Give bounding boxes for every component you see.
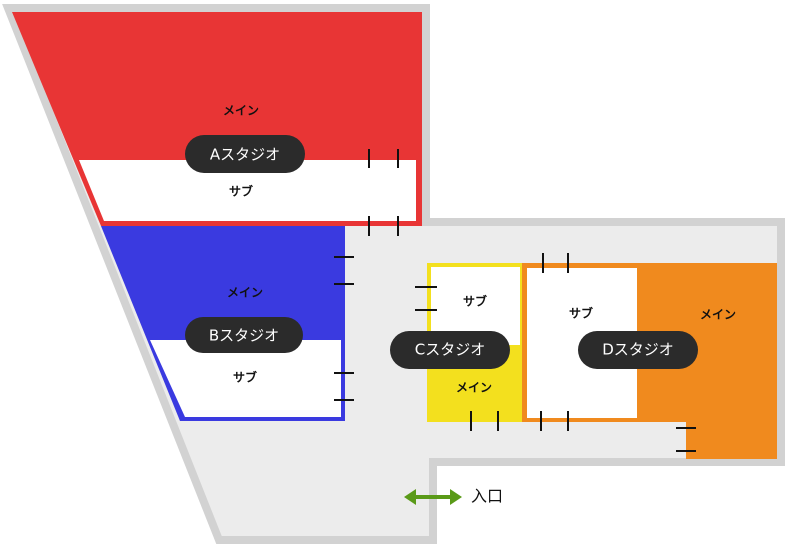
studio-a-sub-room [79, 160, 416, 221]
entrance-label: 入口 [471, 487, 503, 506]
studio-c-main-label: メイン [456, 381, 492, 395]
studio-a-sub-label: サブ [229, 184, 253, 199]
studio-d[interactable]: サブ メイン Dスタジオ [522, 253, 777, 459]
studio-c-name-badge [390, 331, 510, 369]
studio-b-name: Bスタジオ [209, 327, 279, 345]
studio-b-sub-room [150, 340, 341, 417]
studio-a-name-badge [185, 135, 305, 173]
studio-b-name-badge [185, 317, 303, 353]
studio-a-name: Aスタジオ [210, 146, 280, 164]
studio-b-sub-label: サブ [233, 370, 257, 385]
studio-d-main-label: メイン [700, 308, 736, 322]
studio-c[interactable]: サブ メイン Cスタジオ [390, 263, 525, 431]
studio-d-sub-label: サブ [569, 306, 593, 321]
studio-b-main-label: メイン [227, 286, 263, 300]
studio-d-name-badge [578, 331, 698, 369]
double-arrow-icon [404, 489, 462, 505]
studio-c-name: Cスタジオ [415, 341, 485, 359]
studio-b[interactable]: メイン サブ Bスタジオ [101, 226, 354, 421]
studio-a-main-label: メイン [223, 104, 259, 118]
studio-d-name: Dスタジオ [602, 341, 674, 359]
studio-a[interactable]: メイン サブ Aスタジオ [12, 12, 422, 236]
entrance[interactable]: 入口 [404, 487, 503, 506]
studio-c-sub-label: サブ [463, 294, 487, 309]
